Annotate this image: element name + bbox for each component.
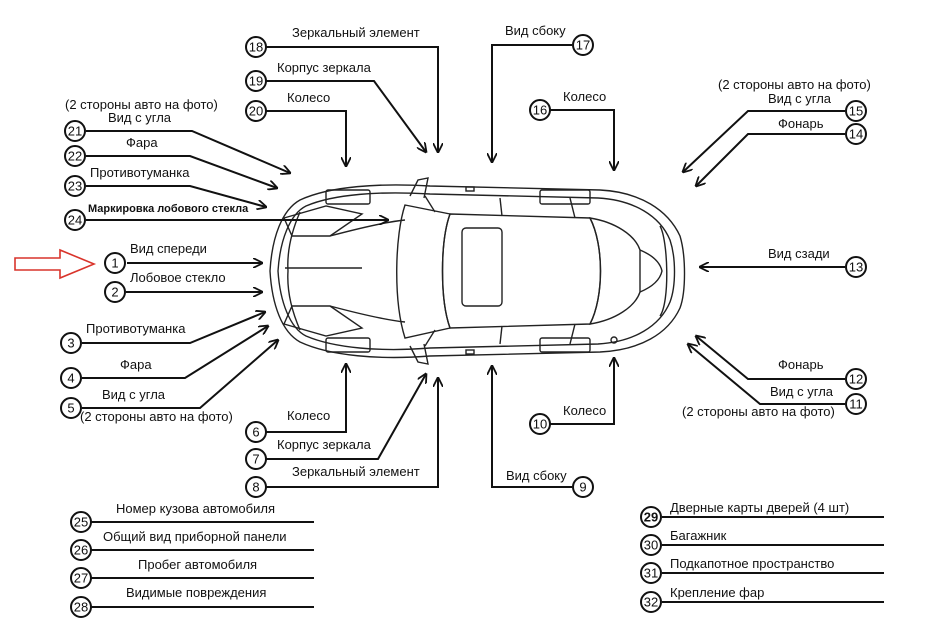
marker-31: 31 xyxy=(644,566,658,581)
label-29: Дверные карты дверей (4 шт) xyxy=(670,500,849,515)
number-texts: 1 2 3 4 5 6 7 8 9 10 11 12 13 14 15 16 1… xyxy=(67,38,863,615)
label-24: Маркировка лобового стекла xyxy=(88,203,249,215)
label-14: Фонарь xyxy=(778,116,824,131)
marker-29: 29 xyxy=(644,510,658,525)
label-2: Лобовое стекло xyxy=(130,270,226,285)
label-6: Колесо xyxy=(287,408,330,423)
label-17: Вид сбоку xyxy=(505,23,566,38)
marker-3: 3 xyxy=(67,336,74,351)
marker-32: 32 xyxy=(644,595,658,610)
label-4: Фара xyxy=(120,357,152,372)
label-15: Вид с угла xyxy=(768,91,832,106)
label-15-note: (2 стороны авто на фото) xyxy=(718,77,871,92)
marker-7: 7 xyxy=(252,452,259,467)
marker-20: 20 xyxy=(249,104,263,119)
label-27: Пробег автомобиля xyxy=(138,557,257,572)
marker-15: 15 xyxy=(849,104,863,119)
label-26: Общий вид приборной панели xyxy=(103,529,287,544)
label-16: Колесо xyxy=(563,89,606,104)
label-21-note: (2 стороны авто на фото) xyxy=(65,97,218,112)
marker-8: 8 xyxy=(252,480,259,495)
marker-10: 10 xyxy=(533,417,547,432)
label-5-note: (2 стороны авто на фото) xyxy=(80,409,233,424)
label-18: Зеркальный элемент xyxy=(292,25,420,40)
marker-30: 30 xyxy=(644,538,658,553)
label-13: Вид сзади xyxy=(768,246,830,261)
label-10: Колесо xyxy=(563,403,606,418)
marker-28: 28 xyxy=(74,600,88,615)
car-top-view xyxy=(269,177,686,365)
marker-2: 2 xyxy=(111,285,118,300)
label-19: Корпус зеркала xyxy=(277,60,372,75)
label-28: Видимые повреждения xyxy=(126,585,266,600)
label-1: Вид спереди xyxy=(130,241,207,256)
red-pointer-arrow-icon xyxy=(14,248,97,280)
marker-18: 18 xyxy=(249,40,263,55)
label-11-note: (2 стороны авто на фото) xyxy=(682,404,835,419)
label-22: Фара xyxy=(126,135,158,150)
number-markers xyxy=(60,34,867,618)
marker-22: 22 xyxy=(68,149,82,164)
label-23: Противотуманка xyxy=(90,165,190,180)
label-7: Корпус зеркала xyxy=(277,437,372,452)
label-11: Вид с угла xyxy=(770,384,834,399)
marker-25: 25 xyxy=(74,515,88,530)
marker-4: 4 xyxy=(67,371,74,386)
label-3: Противотуманка xyxy=(86,321,186,336)
marker-5: 5 xyxy=(67,401,74,416)
label-30: Багажник xyxy=(670,528,727,543)
label-5: Вид с угла xyxy=(102,387,166,402)
marker-26: 26 xyxy=(74,543,88,558)
marker-12: 12 xyxy=(849,372,863,387)
label-32: Крепление фар xyxy=(670,585,764,600)
label-12: Фонарь xyxy=(778,357,824,372)
leader-lines xyxy=(82,44,884,608)
marker-21: 21 xyxy=(68,124,82,139)
marker-14: 14 xyxy=(849,127,863,142)
label-21: Вид с угла xyxy=(108,110,172,125)
marker-13: 13 xyxy=(849,260,863,275)
marker-9: 9 xyxy=(579,480,586,495)
label-9: Вид сбоку xyxy=(506,468,567,483)
marker-24: 24 xyxy=(68,213,82,228)
label-8: Зеркальный элемент xyxy=(292,464,420,479)
marker-6: 6 xyxy=(252,425,259,440)
marker-27: 27 xyxy=(74,571,88,586)
marker-17: 17 xyxy=(576,38,590,53)
label-25: Номер кузова автомобиля xyxy=(116,501,275,516)
label-31: Подкапотное пространство xyxy=(670,556,834,571)
marker-23: 23 xyxy=(68,179,82,194)
marker-19: 19 xyxy=(249,74,263,89)
marker-1: 1 xyxy=(111,256,118,271)
marker-11: 11 xyxy=(849,397,863,412)
label-20: Колесо xyxy=(287,90,330,105)
labels: Вид спереди Лобовое стекло Противотуманк… xyxy=(65,23,871,600)
marker-16: 16 xyxy=(533,103,547,118)
